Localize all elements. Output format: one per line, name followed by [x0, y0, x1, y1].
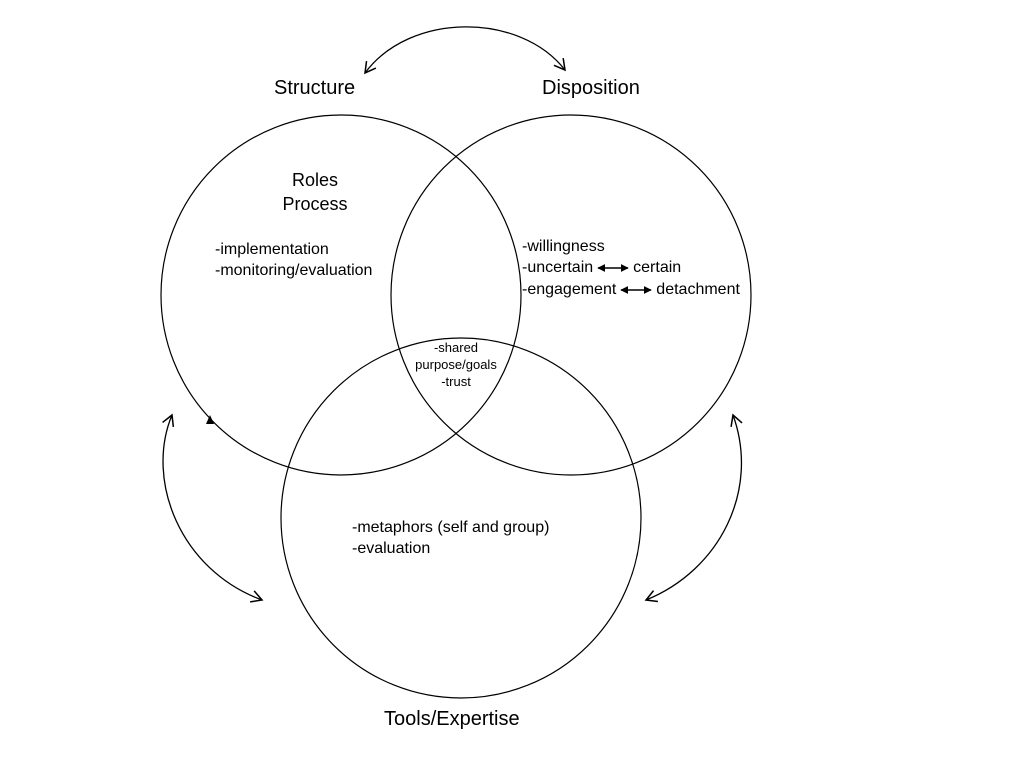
tools-item-evaluation: -evaluation [352, 540, 431, 557]
structure-circle [160, 114, 522, 476]
engagement-label: -engagement [522, 281, 617, 298]
process-heading: Process [282, 194, 348, 214]
center-shared: -shared [433, 340, 479, 355]
roles-heading: Roles [291, 170, 339, 190]
small-triangle-marker [206, 415, 214, 424]
structure-title: Structure [274, 77, 356, 99]
disposition-item-willingness: -willingness [522, 238, 605, 255]
structure-item-monitoring: -monitoring/evaluation [215, 262, 373, 279]
detachment-label: detachment [656, 281, 740, 298]
double-arrow-icon [620, 286, 653, 294]
double-arrow-icon [597, 264, 629, 272]
tools-circle [280, 337, 642, 699]
structure-tools-arrow [162, 413, 264, 603]
tools-title: Tools/Expertise [384, 708, 520, 730]
tools-item-metaphors: -metaphors (self and group) [352, 519, 550, 536]
uncertain-label: -uncertain [522, 259, 594, 276]
disposition-circle [390, 114, 752, 476]
center-purpose-goals: purpose/goals [415, 357, 497, 372]
engagement-detachment-row: -engagement detachment [522, 282, 740, 298]
center-trust: -trust [441, 374, 471, 389]
structure-item-implementation: -implementation [215, 241, 329, 258]
structure-disposition-arrow [364, 26, 566, 75]
uncertain-certain-row: -uncertain certain [522, 260, 681, 276]
certain-label: certain [633, 259, 682, 276]
disposition-tools-arrow [644, 413, 743, 603]
disposition-title: Disposition [542, 77, 640, 99]
